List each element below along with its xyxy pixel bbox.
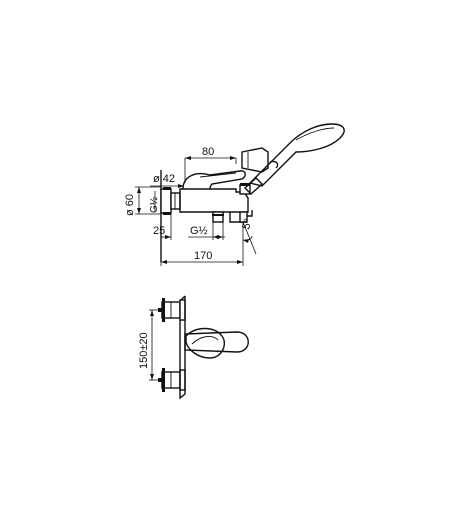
dim-thread-left-label: G½: [149, 196, 160, 213]
dim-thread-left: G½: [149, 191, 160, 213]
dim-thread-bottom: G½: [188, 222, 225, 240]
dim-150: 150±20: [138, 309, 160, 381]
wall-connector: [160, 187, 181, 215]
mixer-body: [179, 170, 253, 223]
side-view: 80 ø 42 ø 60 G½ 25: [124, 123, 345, 266]
dim-diameter-42: ø 42: [150, 173, 184, 188]
dim-25-label: 25: [153, 225, 165, 237]
front-view: 150±20: [138, 295, 249, 400]
lower-valve: [158, 368, 186, 392]
dim-25: 25: [153, 214, 172, 240]
dim-angle-label: 5°: [240, 217, 254, 230]
dim-angle: 5°: [240, 217, 257, 262]
dim-diameter-60-label: ø 60: [124, 194, 136, 216]
dim-80-label: 80: [202, 146, 214, 158]
bottom-outlet: [212, 211, 224, 223]
upper-valve: [158, 298, 186, 322]
dim-diameter-42-label: ø 42: [153, 173, 175, 185]
front-lever: [184, 327, 249, 359]
dim-thread-bottom-label: G½: [190, 225, 208, 237]
dim-170: 170: [160, 250, 244, 266]
dim-170-label: 170: [194, 250, 212, 262]
dim-diameter-60: ø 60: [124, 186, 161, 216]
dim-150-label: 150±20: [138, 332, 150, 369]
dim-80: 80: [184, 146, 237, 183]
hand-shower: [241, 123, 345, 195]
